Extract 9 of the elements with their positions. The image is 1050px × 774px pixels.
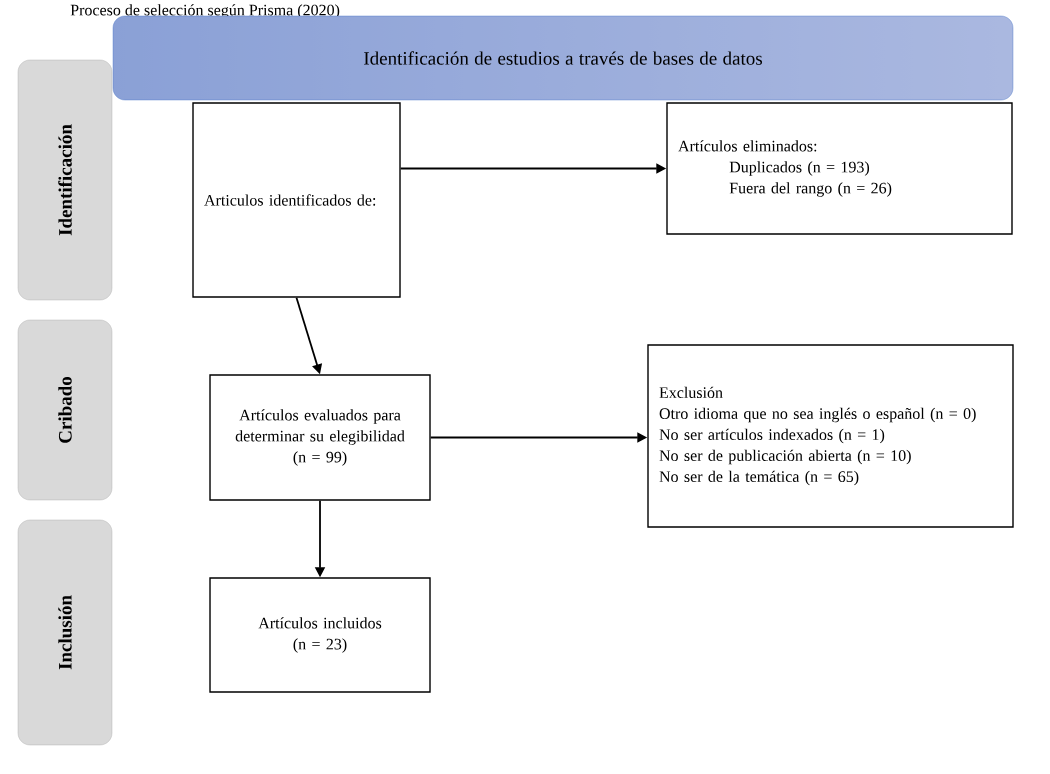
header-band: Identificación de estudios a través de bases de datos (112, 15, 1014, 101)
process-box: Artículos eliminados: Duplicados (n = 193) Fuera del rango (n = 26) (666, 102, 1013, 235)
stage-tab: Identificación (17, 59, 113, 301)
process-box: Artículos evaluados para determinar su elegibilidad (n = 99) (209, 374, 431, 501)
process-box: Articulos identificados de: (192, 102, 401, 298)
process-box: Exclusión Otro idioma que no sea inglés o español (n = 0) No ser artículos indexados (n = 1) No ser de publicación abierta (n = 10) No ser de la temática (n = 65) (647, 344, 1014, 528)
stage-tab: Cribado (17, 319, 113, 501)
process-box: Artículos incluidos (n = 23) (209, 577, 431, 693)
stage-tab: Inclusión (17, 519, 113, 746)
